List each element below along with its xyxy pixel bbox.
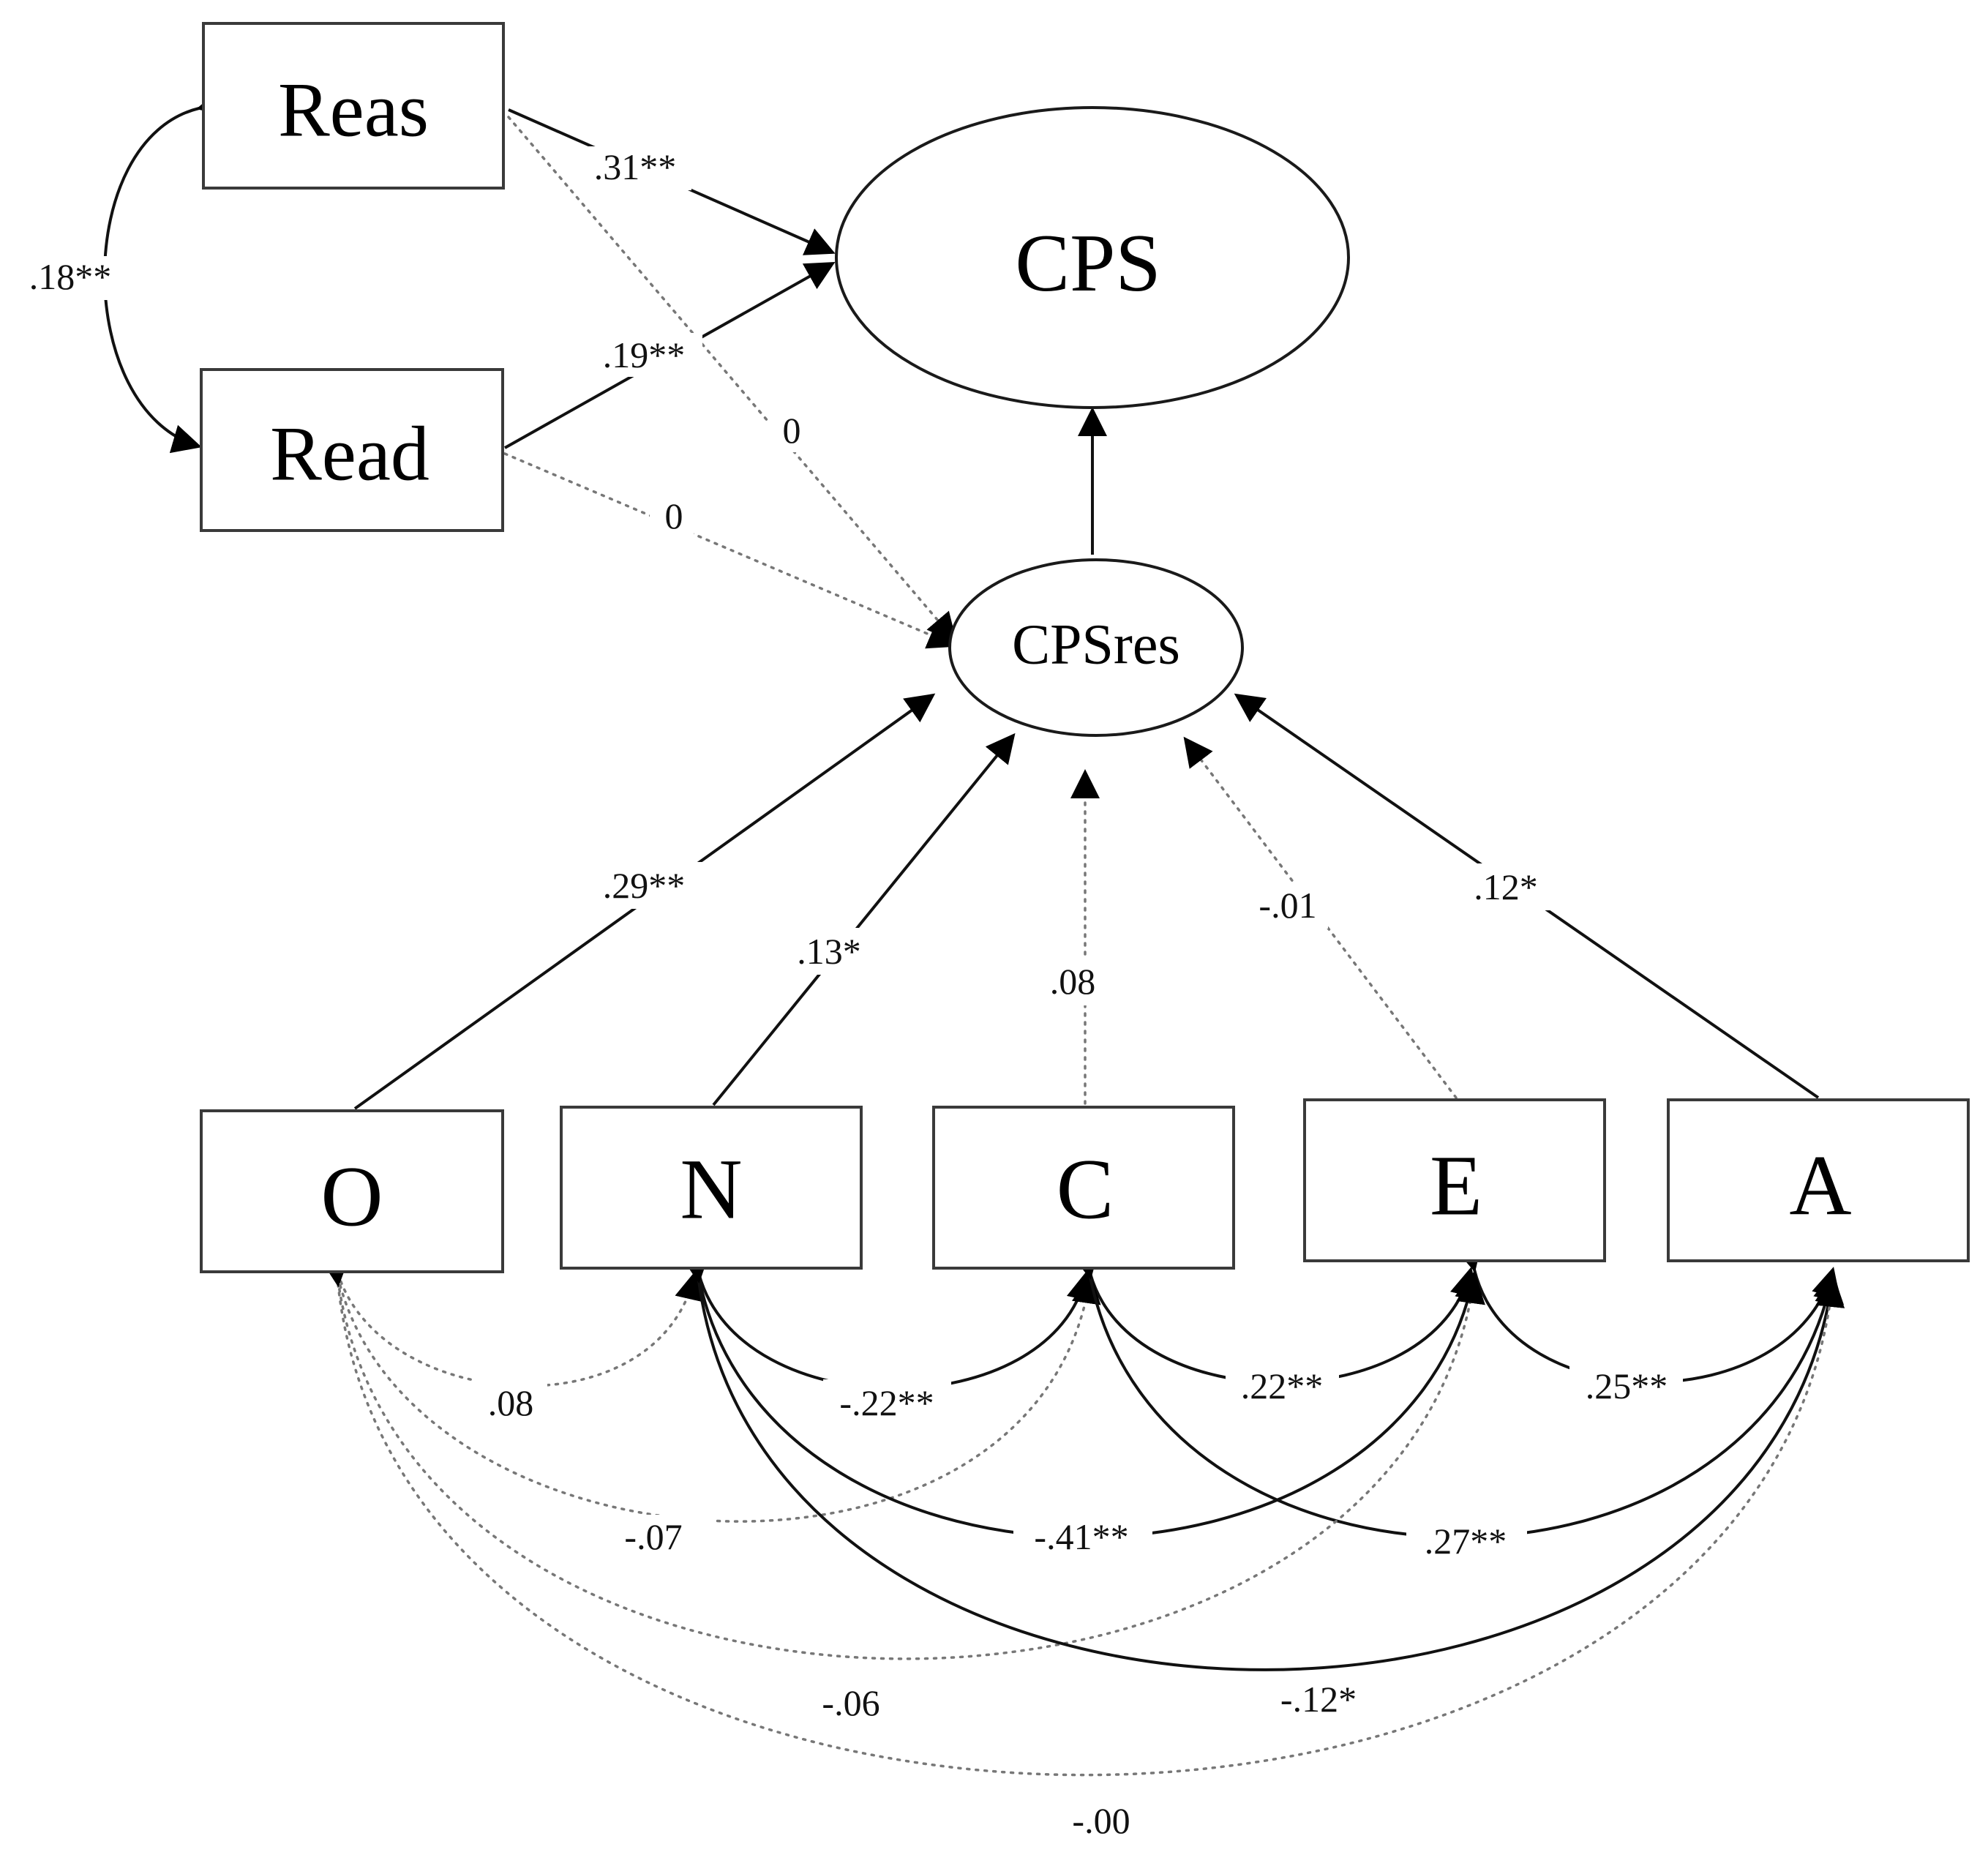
coef-n-cpsres: .13*	[797, 931, 861, 972]
coef-c-cpsres: .08	[1050, 961, 1096, 1002]
coef-n-a: -.12*	[1280, 1679, 1357, 1720]
node-cpsres: CPSres	[948, 558, 1244, 737]
coef-reas-cps: .31**	[594, 146, 677, 187]
node-e: E	[1303, 1098, 1606, 1262]
coef-o-n: .08	[488, 1382, 534, 1423]
coef-reas-cpsres: 0	[783, 410, 801, 451]
node-o: O	[200, 1109, 504, 1273]
node-cps: CPS	[835, 106, 1350, 409]
node-reas: Reas	[202, 22, 505, 190]
node-a: A	[1667, 1098, 1970, 1262]
edge-n-a	[680, 1252, 1845, 1671]
node-cpsres-label: CPSres	[1012, 612, 1180, 676]
node-read-label: Read	[270, 411, 430, 497]
edge-o-n	[316, 1243, 704, 1387]
coefficient-labels: .18** .31** .19** 0 0 .29** .13* .08 -.0…	[18, 146, 1683, 1845]
edge-reas-cpsres	[507, 116, 957, 643]
coef-o-c: -.07	[624, 1516, 682, 1557]
coef-read-cpsres: 0	[665, 495, 683, 536]
coef-c-a: .27**	[1425, 1521, 1507, 1562]
node-o-label: O	[320, 1149, 383, 1245]
node-n-label: N	[680, 1142, 742, 1237]
node-read: Read	[200, 368, 504, 532]
node-c: C	[932, 1106, 1235, 1270]
coef-read-cps: .19**	[603, 334, 686, 375]
coef-o-a: -.00	[1072, 1800, 1130, 1841]
coef-n-e: -.41**	[1034, 1516, 1128, 1557]
edge-n-c	[678, 1244, 1095, 1390]
node-cps-label: CPS	[1015, 218, 1160, 309]
coef-e-a: .25**	[1586, 1365, 1668, 1406]
edge-o-e	[320, 1252, 1485, 1660]
nodes: Reas Read CPS CPSres O N C E	[200, 22, 1970, 1273]
coef-n-c: -.22**	[839, 1382, 934, 1423]
node-reas-label: Reas	[278, 67, 429, 153]
edge-c-a	[1070, 1248, 1842, 1539]
node-n: N	[560, 1106, 863, 1270]
coef-o-e: -.06	[822, 1682, 879, 1723]
coef-c-e: .22**	[1241, 1365, 1324, 1406]
coef-e-cpsres: -.01	[1259, 885, 1316, 926]
coef-reas-read: .18**	[29, 256, 112, 297]
edge-o-a	[320, 1256, 1845, 1777]
edge-read-cpsres	[503, 452, 958, 649]
coef-o-cpsres: .29**	[603, 865, 686, 906]
node-a-label: A	[1789, 1138, 1851, 1234]
edge-o-c	[318, 1248, 1101, 1523]
node-c-label: C	[1057, 1142, 1114, 1237]
node-e-label: E	[1430, 1138, 1482, 1234]
edge-n-cpsres	[712, 732, 1016, 1106]
edge-n-e	[679, 1248, 1484, 1539]
coef-a-cpsres: .12*	[1474, 866, 1538, 907]
